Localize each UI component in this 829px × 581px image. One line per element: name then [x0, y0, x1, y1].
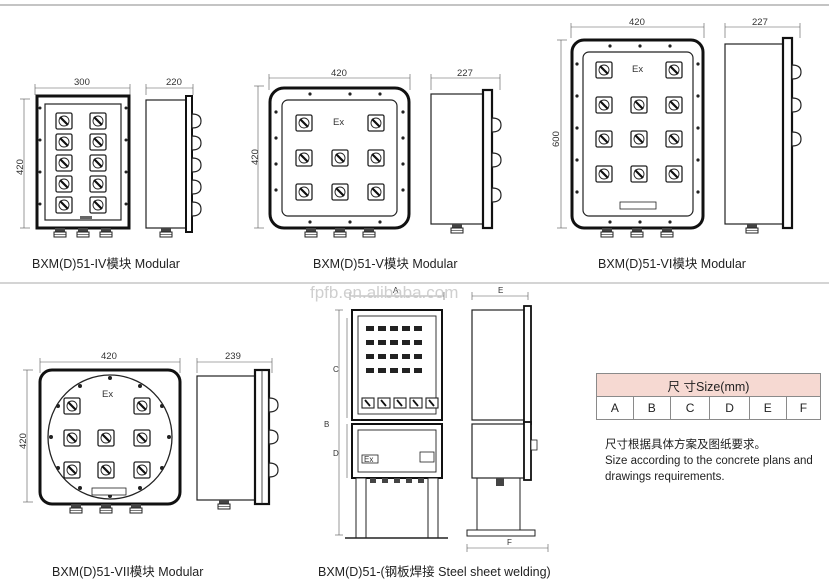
size-note-en-line1: Size according to the concrete plans and — [605, 455, 813, 467]
iv-height-label: 420 — [15, 159, 26, 175]
v-front-view: 420 420 Ex — [250, 68, 411, 238]
iv-side-view: 220 — [145, 77, 202, 238]
iv-front-view: 300 420 — [15, 77, 131, 238]
vi-side-view: 227 — [724, 17, 802, 234]
vii-width-label: 420 — [101, 351, 117, 362]
vi-depth-label: 227 — [752, 17, 768, 28]
v-depth-label: 227 — [457, 68, 473, 79]
vi-front-view: 420 600 Ex — [551, 17, 705, 238]
size-table: 尺 寸Size(mm) A B C D E F — [596, 373, 822, 420]
steel-front-view: B C D A Ex — [324, 286, 448, 539]
steel-label-f: F — [507, 538, 512, 547]
steel-label-d: D — [333, 449, 339, 458]
size-col-d: D — [709, 396, 750, 420]
size-col-c: C — [669, 396, 711, 420]
size-note: 尺寸根据具体方案及图纸要求。 Size according to the con… — [605, 437, 825, 485]
vii-ex-mark: Ex — [102, 389, 113, 400]
v-width-label: 420 — [331, 68, 347, 79]
iv-width-label: 300 — [74, 77, 90, 88]
vi-ex-mark: Ex — [632, 64, 643, 75]
caption-iv: BXM(D)51-IV模块 Modular — [32, 257, 180, 271]
size-col-a: A — [596, 396, 634, 420]
caption-steel: BXM(D)51-(钢板焊接 Steel sheet welding) — [318, 564, 551, 579]
watermark: fpfb.en.alibaba.com — [310, 283, 458, 302]
vii-front-view: 420 420 Ex — [18, 351, 182, 514]
size-col-f: F — [785, 396, 822, 420]
caption-vii: BXM(D)51-VII模块 Modular — [52, 565, 203, 579]
size-table-title: 尺 寸Size(mm) — [596, 373, 821, 397]
vii-depth-label: 239 — [225, 351, 241, 362]
size-table-columns: A B C D E F — [596, 396, 822, 420]
v-side-view: 227 — [430, 68, 502, 234]
steel-label-e: E — [498, 286, 503, 295]
size-note-zh: 尺寸根据具体方案及图纸要求。 — [605, 439, 766, 451]
size-col-e: E — [748, 396, 787, 420]
v-ex-mark: Ex — [333, 117, 344, 128]
size-col-b: B — [632, 396, 671, 420]
caption-v: BXM(D)51-V模块 Modular — [313, 257, 457, 271]
steel-label-c: C — [333, 365, 339, 374]
steel-label-a: A — [393, 286, 399, 295]
vi-width-label: 420 — [629, 17, 645, 28]
steel-ex-mark: Ex — [364, 455, 373, 464]
caption-vi: BXM(D)51-VI模块 Modular — [598, 257, 746, 271]
steel-label-b: B — [324, 420, 329, 429]
iv-depth-label: 220 — [166, 77, 182, 88]
size-note-en-line2: drawings requirements. — [605, 471, 725, 483]
v-height-label: 420 — [250, 149, 261, 165]
vi-height-label: 600 — [551, 131, 562, 147]
vii-height-label: 420 — [18, 433, 29, 449]
steel-side-view: E F — [466, 286, 549, 552]
vii-side-view: 239 — [196, 351, 279, 510]
